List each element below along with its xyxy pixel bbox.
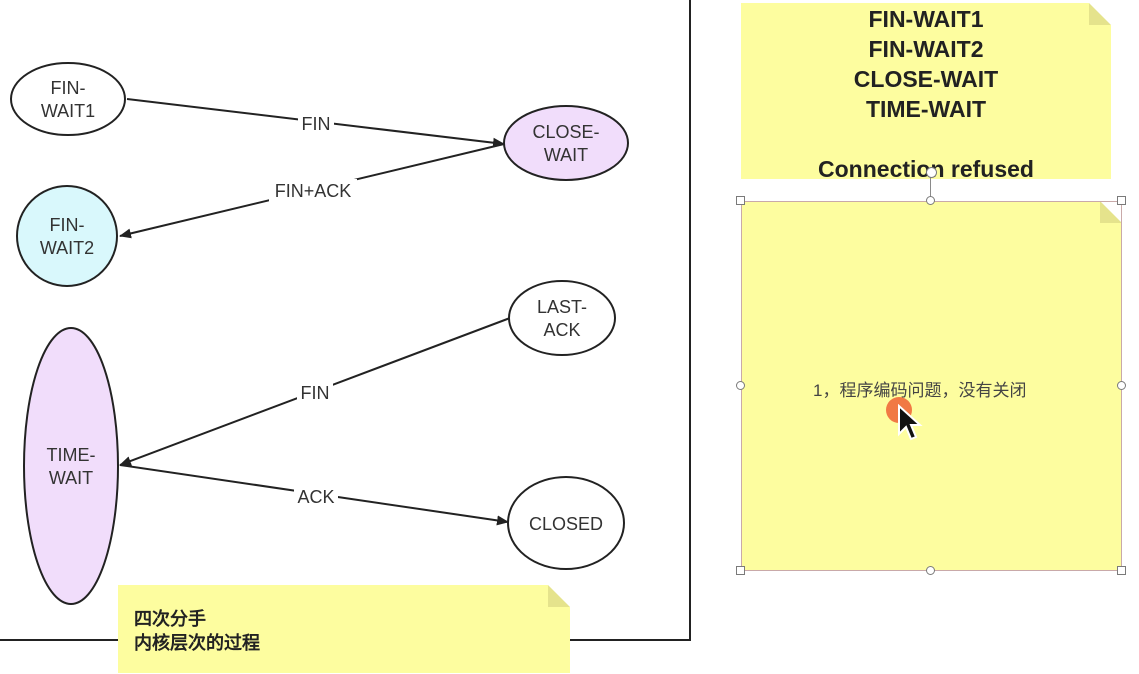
note-fold-corner: [548, 585, 570, 607]
mouse-pointer-icon: [898, 404, 923, 441]
node-label-closed: CLOSED: [529, 514, 603, 534]
node-closed[interactable]: CLOSED: [507, 476, 625, 570]
state-line-3: CLOSE-WAIT: [853, 66, 999, 92]
node-label-fin-wait1-l1: FIN-: [51, 78, 86, 98]
note-fold-corner: [1100, 201, 1122, 223]
resize-handle-right[interactable]: [1117, 381, 1126, 390]
note-states[interactable]: FIN-WAIT1 FIN-WAIT2 CLOSE-WAIT TIME-WAIT…: [741, 3, 1111, 182]
resize-handle-top-right[interactable]: [1117, 196, 1126, 205]
node-label-time-wait-l2: WAIT: [49, 468, 93, 488]
node-fin-wait2[interactable]: FIN- WAIT2: [16, 185, 118, 287]
handshake-line-2: 内核层次的过程: [134, 633, 260, 653]
edge-label-ack: ACK: [297, 487, 334, 507]
rotate-handle-stem: [930, 176, 931, 201]
resize-handle-bottom[interactable]: [926, 566, 935, 575]
edge-fin-wait1-close-wait[interactable]: FIN: [126, 98, 505, 148]
edge-label-fin-1: FIN: [302, 114, 331, 134]
node-last-ack[interactable]: LAST- ACK: [508, 280, 616, 356]
node-label-fin-wait1-l2: WAIT1: [41, 101, 95, 121]
node-label-time-wait-l1: TIME-: [47, 445, 96, 465]
node-label-last-ack-l1: LAST-: [537, 297, 587, 317]
state-line-1: FIN-WAIT1: [868, 6, 984, 32]
note-handshake[interactable]: 四次分手 内核层次的过程: [118, 585, 570, 673]
state-line-2: FIN-WAIT2: [868, 36, 984, 62]
resize-handle-top-left[interactable]: [736, 196, 745, 205]
node-label-close-wait-l2: WAIT: [544, 145, 588, 165]
edge-label-fin-ack: FIN+ACK: [275, 181, 352, 201]
node-fin-wait1[interactable]: FIN- WAIT1: [10, 62, 126, 136]
edge-last-ack-time-wait[interactable]: FIN: [119, 317, 511, 466]
edge-close-wait-fin-wait2[interactable]: FIN+ACK: [119, 143, 505, 239]
note-fold-corner: [1089, 3, 1111, 25]
node-label-close-wait-l1: CLOSE-: [532, 122, 599, 142]
node-label-last-ack-l2: ACK: [543, 320, 580, 340]
edge-time-wait-closed[interactable]: ACK: [119, 464, 509, 526]
rotate-handle[interactable]: [926, 167, 937, 178]
resize-handle-left[interactable]: [736, 381, 745, 390]
node-label-fin-wait2-l1: FIN-: [50, 215, 85, 235]
node-time-wait[interactable]: TIME- WAIT: [23, 327, 119, 605]
resize-handle-bottom-left[interactable]: [736, 566, 745, 575]
resize-handle-bottom-right[interactable]: [1117, 566, 1126, 575]
edge-label-fin-2: FIN: [301, 383, 330, 403]
handshake-line-1: 四次分手: [134, 609, 206, 629]
state-line-4: TIME-WAIT: [865, 96, 987, 122]
note-selected[interactable]: 1，程序编码问题，没有关闭: [741, 201, 1122, 571]
node-label-fin-wait2-l2: WAIT2: [40, 238, 94, 258]
selected-note-text[interactable]: 1，程序编码问题，没有关闭: [813, 381, 1027, 400]
resize-handle-top[interactable]: [926, 196, 935, 205]
node-close-wait[interactable]: CLOSE- WAIT: [503, 105, 629, 181]
